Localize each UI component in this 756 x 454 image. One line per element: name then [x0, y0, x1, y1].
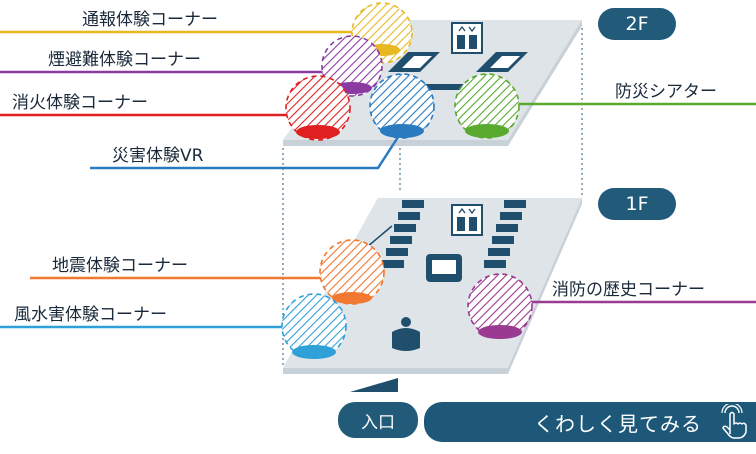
zone-wind-water[interactable] — [281, 293, 347, 359]
entrance-arrow — [350, 378, 398, 392]
label-earthquake[interactable]: 地震体験コーナー — [52, 256, 188, 276]
info-desk-icon — [392, 317, 420, 351]
floor-badge-1f: 1F — [598, 188, 676, 220]
label-history[interactable]: 消防の歴史コーナー — [552, 280, 705, 300]
zone-history[interactable] — [467, 273, 533, 339]
label-theater[interactable]: 防災シアター — [615, 82, 717, 102]
zone-theater[interactable] — [454, 73, 520, 139]
detail-button[interactable]: くわしく見てみる — [424, 402, 756, 442]
entrance-label: 入口 — [338, 402, 418, 438]
floor-connector-lines — [282, 28, 583, 368]
label-wind-water[interactable]: 風水害体験コーナー — [14, 305, 167, 325]
detail-button-label: くわしく見てみる — [534, 411, 702, 436]
label-vr[interactable]: 災害体験VR — [112, 146, 204, 166]
label-report[interactable]: 通報体験コーナー — [82, 10, 218, 30]
zone-earthquake[interactable] — [319, 239, 385, 305]
elevator-icon — [451, 22, 483, 54]
floor-badge-2f: 2F — [598, 8, 676, 40]
reception-counter — [426, 254, 462, 282]
zone-extinguish[interactable] — [285, 75, 351, 141]
stairs-icon — [382, 200, 526, 268]
tap-hand-icon — [718, 402, 752, 445]
label-extinguish[interactable]: 消火体験コーナー — [12, 93, 148, 113]
label-smoke[interactable]: 煙避難体験コーナー — [48, 50, 201, 70]
elevator-icon — [451, 204, 483, 236]
zone-vr[interactable] — [369, 73, 435, 139]
